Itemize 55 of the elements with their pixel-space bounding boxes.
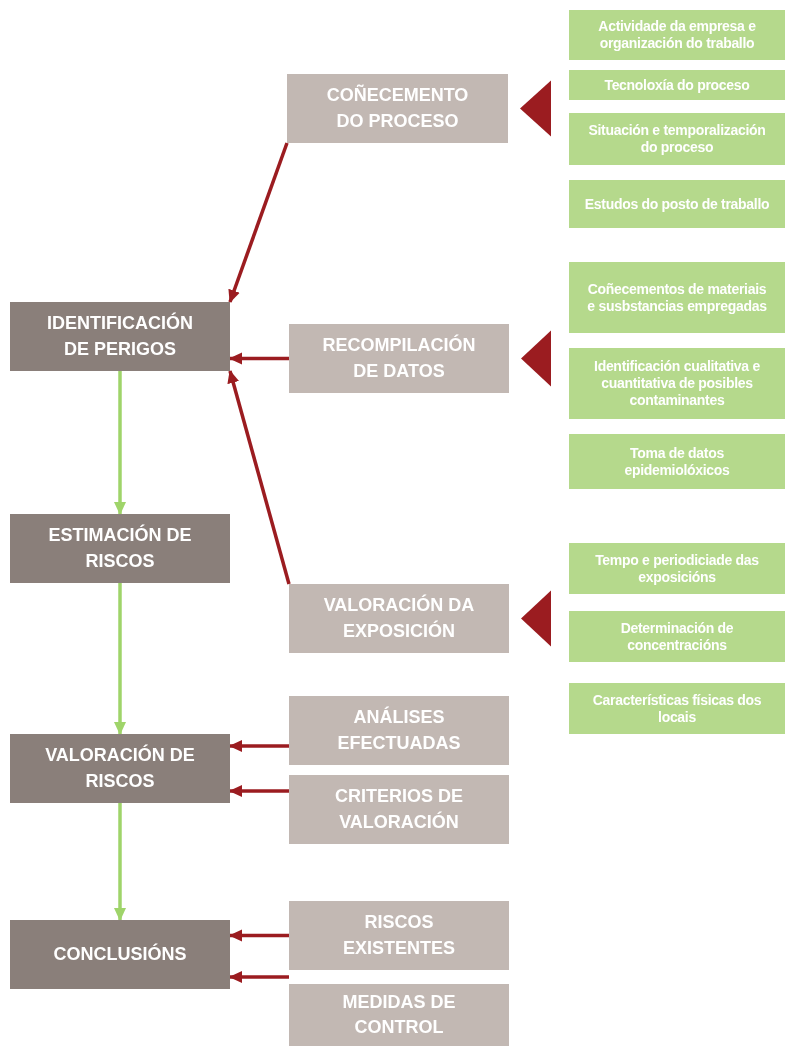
arrow	[114, 803, 126, 921]
arrow	[228, 142, 289, 303]
input-box	[569, 683, 785, 734]
box-label: Determinación de concentracións	[619, 619, 735, 654]
input-box	[569, 434, 785, 489]
chevron-arrow	[520, 80, 551, 137]
input-box	[569, 70, 785, 100]
box-label: CONCLUSIÓNS	[53, 942, 187, 966]
box-label: Situación e temporalización do proceso	[587, 122, 767, 156]
box-label: Actividade da empresa e organización do traballo	[597, 18, 757, 52]
input-box	[569, 180, 785, 228]
box-label: VALORACIÓN DA EXPOSICIÓN	[322, 593, 476, 643]
input-box	[569, 543, 785, 594]
box-label: RECOMPILACIÓN DE DATOS	[321, 333, 477, 383]
input-box	[569, 611, 785, 662]
arrow	[114, 583, 126, 735]
step-box	[10, 514, 230, 583]
box-label: IDENTIFICACIÓN DE PERIGOS	[46, 311, 194, 361]
arrow	[114, 371, 126, 515]
chevron-arrow	[521, 590, 551, 647]
process-box	[289, 775, 509, 844]
box-label: MEDIDAS DE CONTROL	[341, 990, 457, 1039]
input-box	[569, 262, 785, 333]
arrow	[229, 785, 289, 797]
input-box	[569, 348, 785, 419]
input-box	[569, 10, 785, 60]
chevron-arrow	[521, 330, 551, 387]
box-label: Estudos do posto de traballo	[584, 195, 770, 213]
process-box	[289, 984, 509, 1046]
arrow	[229, 740, 289, 752]
arrow	[229, 929, 289, 942]
process-box	[289, 696, 509, 765]
step-box	[10, 734, 230, 803]
box-label: VALORACIÓN DE RISCOS	[44, 743, 196, 793]
arrow	[229, 971, 289, 983]
arrow	[227, 370, 291, 585]
box-label: COÑECEMENTO DO PROCESO	[325, 83, 470, 133]
box-label: RISCOS EXISTENTES	[342, 911, 456, 960]
step-box	[10, 302, 230, 371]
box-label: CRITERIOS DE VALORACIÓN	[334, 785, 464, 834]
input-box	[569, 113, 785, 165]
step-box	[10, 920, 230, 989]
box-label: ESTIMACIÓN DE RISCOS	[47, 523, 193, 573]
process-box	[289, 584, 509, 653]
arrow	[229, 352, 289, 365]
process-box	[289, 324, 509, 393]
box-label: Coñecementos de materiais e susbstancias empregadas	[586, 280, 768, 315]
box-label: ANÁLISES EFECTUADAS	[336, 705, 462, 755]
box-label: Identificación cualitativa e cuantitativa de posibles contaminantes	[593, 358, 761, 409]
box-label: Características físicas dos locais	[591, 691, 763, 726]
box-label: Tempo e periodiciade das exposicións	[594, 551, 760, 586]
process-box	[289, 901, 509, 970]
process-box	[287, 74, 508, 143]
box-label: Tecnoloxía do proceso	[604, 76, 750, 94]
box-label: Toma de datos epidemiolóxicos	[623, 444, 731, 479]
